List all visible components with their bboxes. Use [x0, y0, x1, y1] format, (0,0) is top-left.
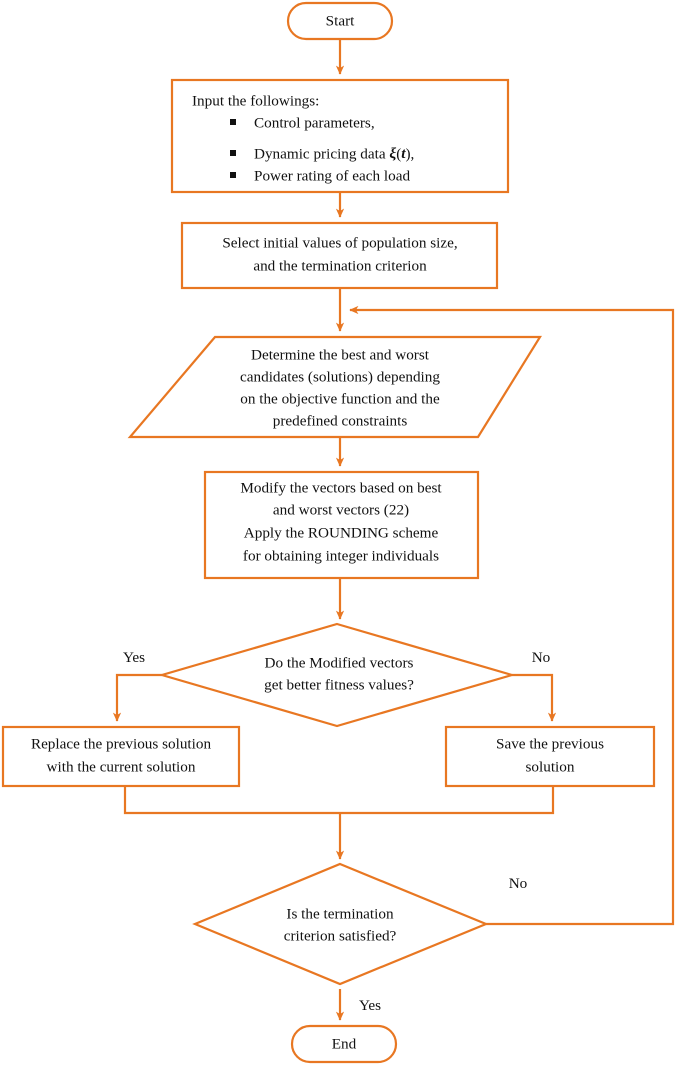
edge-label-termination-yes: Yes	[359, 997, 381, 1014]
node-start[interactable]	[286, 1, 394, 41]
node-input[interactable]	[170, 78, 510, 194]
node-select-line-1: Select initial values of population size…	[222, 234, 457, 251]
node-save[interactable]	[444, 725, 656, 788]
node-termination-decision[interactable]	[192, 862, 489, 986]
node-end-label: End	[332, 1035, 357, 1052]
node-modify-line-1: Modify the vectors based on best	[240, 479, 442, 496]
bullet-square-icon	[230, 119, 236, 125]
node-modify[interactable]	[203, 470, 480, 580]
edge-label-fitness-yes: Yes	[123, 649, 145, 666]
node-termination-decision-line-1: Is the termination	[286, 905, 394, 922]
node-input-bullet-2: Dynamic pricing data ξ(t),	[254, 145, 414, 162]
node-replace[interactable]	[1, 725, 241, 788]
node-fitness-decision-line-2: get better fitness values?	[264, 676, 414, 693]
edge-label-fitness-no: No	[532, 649, 551, 666]
node-fitness-decision-line-1: Do the Modified vectors	[265, 654, 414, 671]
node-start-label: Start	[326, 12, 355, 29]
node-input-bullet-3: Power rating of each load	[254, 167, 410, 184]
node-determine-line-2: candidates (solutions) depending	[240, 368, 440, 385]
node-modify-line-2: and worst vectors (22)	[273, 501, 409, 518]
node-determine-line-3: on the objective function and the	[240, 390, 440, 407]
node-fitness-decision[interactable]	[158, 622, 516, 728]
bullet-square-icon	[230, 172, 236, 178]
connector-fitness-yes-to-replace	[112, 673, 162, 722]
connector-replace-to-merge	[123, 786, 340, 815]
node-determine-line-1: Determine the best and worst	[251, 346, 430, 363]
node-input-bullet-1: Control parameters,	[254, 114, 375, 131]
node-save-line-2: solution	[526, 758, 575, 775]
node-input-heading: Input the followings:	[192, 92, 319, 109]
node-save-line-1: Save the previous	[496, 735, 604, 752]
node-modify-line-4: for obtaining integer individuals	[243, 547, 439, 564]
node-replace-line-1: Replace the previous solution	[31, 735, 212, 752]
node-modify-line-3: Apply the ROUNDING scheme	[244, 524, 439, 541]
node-select[interactable]	[180, 221, 499, 290]
edge-label-termination-no: No	[509, 875, 528, 892]
node-select-line-2: and the termination criterion	[253, 257, 427, 274]
node-end[interactable]	[290, 1024, 398, 1064]
connector-termination-no-feedback-loop	[349, 305, 675, 926]
bullet-square-icon	[230, 150, 236, 156]
connector-save-to-merge	[340, 786, 555, 815]
node-determine[interactable]	[127, 335, 542, 439]
connector-fitness-no-to-save	[512, 673, 557, 722]
node-termination-decision-line-2: criterion satisfied?	[284, 927, 397, 944]
node-replace-line-2: with the current solution	[47, 758, 196, 775]
node-determine-line-4: predefined constraints	[273, 412, 408, 429]
